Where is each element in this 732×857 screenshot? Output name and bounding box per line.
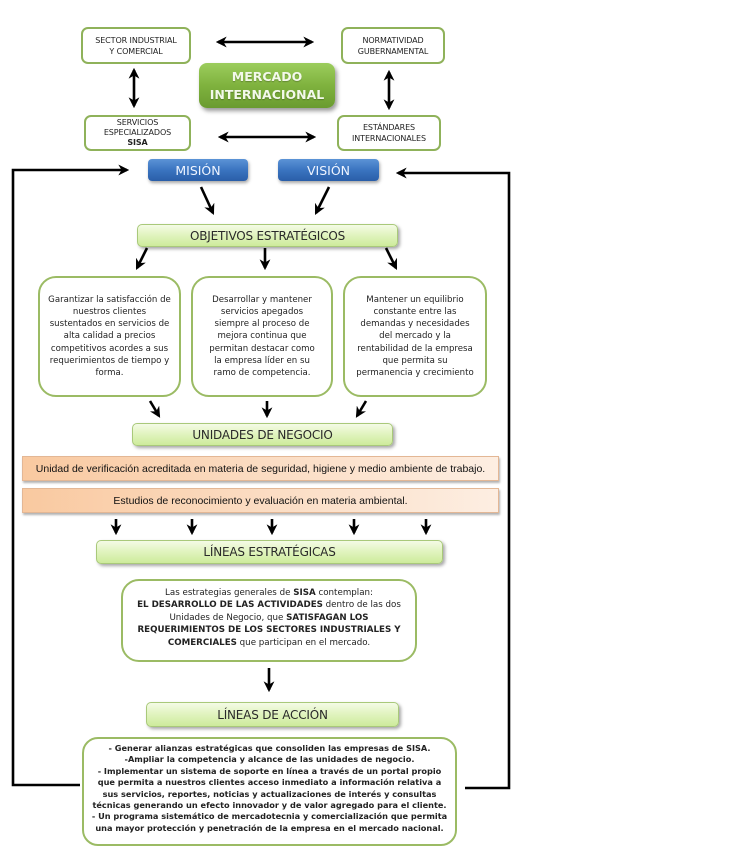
normatividad-box: NORMATIVIDAD GUBERNAMENTAL (341, 27, 445, 64)
estrategias-mercado: que participan en el mercado. (236, 637, 371, 648)
vision-box: VISIÓN (278, 159, 379, 181)
sector-industrial-line2: Y COMERCIAL (109, 46, 163, 56)
servicios-line3: SISA (127, 138, 148, 147)
sector-industrial-box: SECTOR INDUSTRIAL Y COMERCIAL (81, 27, 191, 64)
unidades-negocio-header: UNIDADES DE NEGOCIO (132, 423, 393, 446)
unidad-negocio-1: Unidad de verificación acreditada en mat… (22, 456, 499, 481)
lineas-accion-header: LÍNEAS DE ACCIÓN (146, 702, 399, 727)
accion-item-4: - Un programa sistemático de mercadotecn… (91, 811, 448, 833)
estrategias-dentro: dentro de las dos Unidades de Negocio, q… (169, 600, 401, 623)
estrategias-desarrollo: EL DESARROLLO DE LAS ACTIVIDADES (137, 600, 323, 611)
sector-industrial-line1: SECTOR INDUSTRIAL (95, 35, 177, 45)
servicios-sisa-box: SERVICIOS ESPECIALIZADOS SISA (84, 115, 191, 151)
estrategias-sisa: SISA (293, 588, 316, 598)
feedback-loop-right (395, 167, 511, 790)
estandares-line1: ESTÁNDARES (362, 123, 416, 132)
arrow-vision-objetivos (314, 186, 331, 215)
objetivo-item-1: Garantizar la satisfacción de nuestros c… (38, 276, 181, 397)
estrategias-intro: Las estrategias generales de (165, 588, 294, 598)
estandares-box: ESTÁNDARES INTERNACIONALES (337, 115, 441, 151)
mision-box: MISIÓN (148, 159, 248, 181)
accion-item-2: -Ampliar la competencia y alcance de las… (124, 754, 415, 765)
objetivos-estrategicos-header: OBJETIVOS ESTRATÉGICOS (137, 224, 398, 247)
arrow-objetivos-item3 (384, 247, 398, 270)
arrow-item3-unidades (355, 400, 368, 418)
mercado-line1: MERCADO (231, 68, 303, 84)
accion-item-3: - Implementar un sistema de soporte en l… (92, 765, 447, 811)
mercado-line2: INTERNACIONAL (209, 86, 325, 102)
normatividad-line2: GUBERNAMENTAL (357, 46, 429, 56)
servicios-line1: SERVICIOS (116, 118, 159, 127)
estrategias-contemplan: contemplan: (315, 588, 373, 598)
objetivo-item-3: Mantener un equilibrio constante entre l… (343, 276, 487, 397)
estandares-line2: INTERNACIONALES (352, 134, 426, 143)
arrow-mision-objetivos (199, 186, 215, 215)
servicios-line2: ESPECIALIZADOS (103, 128, 172, 137)
arrow-objetivos-item1 (135, 247, 149, 270)
arrow-item1-unidades (148, 400, 161, 418)
objetivo-item-2: Desarrollar y mantener servicios apegado… (191, 276, 333, 397)
lineas-estrategicas-text: Las estrategias generales de SISA contem… (121, 579, 417, 662)
accion-item-1: - Generar alianzas estratégicas que cons… (108, 743, 431, 753)
feedback-loop-left (11, 164, 130, 787)
lineas-estrategicas-header: LÍNEAS ESTRATÉGICAS (96, 540, 443, 564)
estrategias-satisfagan: SATISFAGAN LOS REQUERIMIENTOS DE LOS SEC… (137, 612, 401, 648)
lineas-accion-list: - Generar alianzas estratégicas que cons… (82, 737, 457, 846)
normatividad-line1: NORMATIVIDAD (362, 35, 424, 45)
unidad-negocio-2: Estudios de reconocimiento y evaluación … (22, 488, 499, 513)
mercado-internacional-box: MERCADO INTERNACIONAL (199, 63, 335, 108)
